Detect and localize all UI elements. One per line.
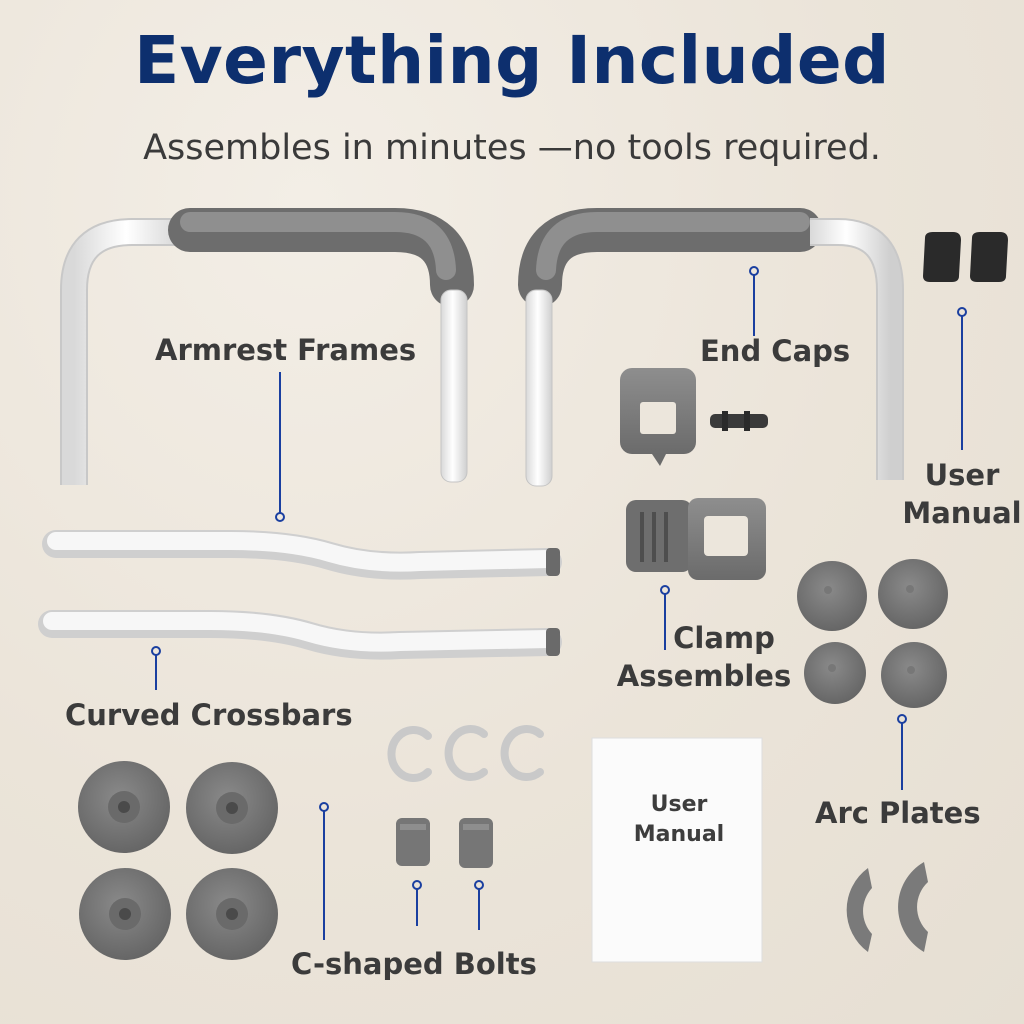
label-user-manual-line1: User (924, 458, 1000, 492)
label-clamp-assembles: Clamp Assembles (614, 619, 794, 695)
page-title: Everything Included (134, 22, 890, 99)
armrest-frame-left (60, 208, 474, 485)
armrest-frame-right (518, 208, 904, 487)
manual-sheet-line1: User (650, 792, 708, 817)
label-clamp-line1: Clamp (673, 621, 775, 655)
clamp-pin (710, 411, 768, 431)
label-arc-plates: Arc Plates (815, 796, 981, 830)
clamp-upper (620, 368, 696, 466)
label-user-manual: User Manual (900, 456, 1024, 532)
user-manual-sheet (591, 737, 763, 963)
clamp-lower (626, 498, 766, 580)
label-user-manual-line2: Manual (902, 496, 1022, 530)
curved-crossbar-1 (42, 530, 562, 580)
manual-sheet-text: User Manual (596, 790, 762, 850)
callout-lines (151, 266, 967, 940)
curved-crossbar-2 (38, 610, 562, 660)
label-end-caps: End Caps (700, 334, 851, 368)
label-armrest-frames: Armrest Frames (155, 333, 417, 367)
manual-sheet-line2: Manual (633, 822, 725, 847)
label-clamp-line2: Assembles (616, 659, 792, 693)
end-caps (923, 232, 1008, 282)
round-pads-right (797, 559, 948, 708)
page-subtitle: Assembles in minutes —no tools required. (143, 128, 881, 168)
arc-plates (846, 862, 928, 952)
label-c-shaped-bolts: C-shaped Bolts (291, 947, 537, 981)
small-clips (396, 818, 493, 868)
label-curved-crossbars: Curved Crossbars (65, 698, 353, 732)
rubber-feet (78, 761, 278, 960)
c-rings (387, 725, 544, 782)
